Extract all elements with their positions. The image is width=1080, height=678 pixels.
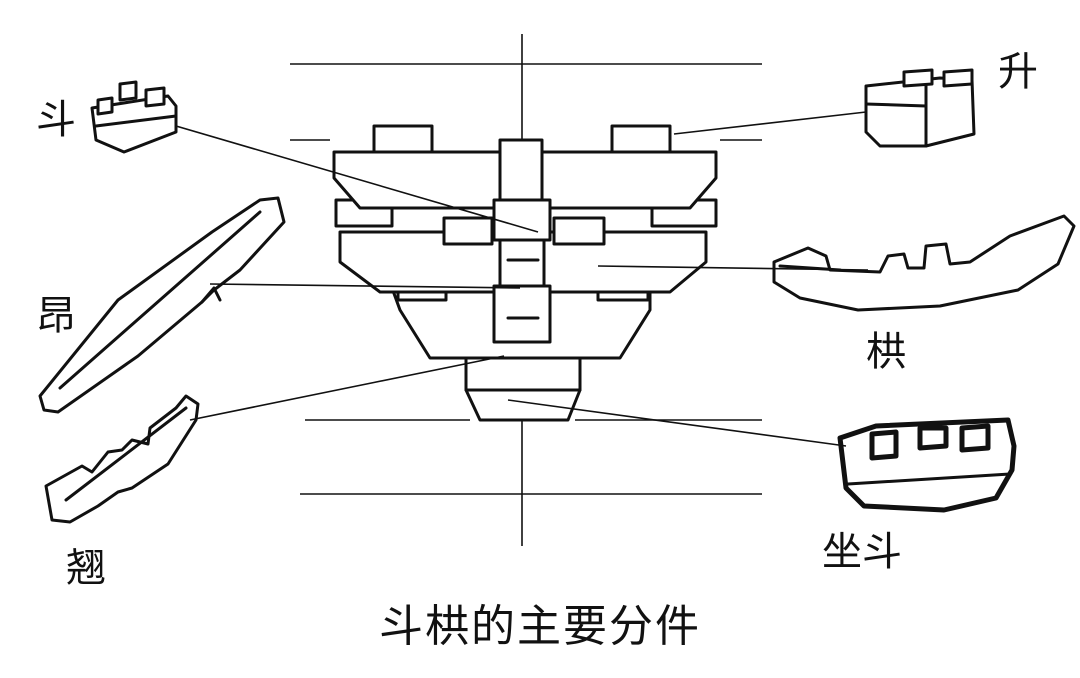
label-zuodou: 坐斗 — [822, 529, 902, 575]
label-sheng: 升 — [998, 49, 1038, 95]
label-ang: 昂 — [36, 293, 76, 339]
component-qiao — [44, 394, 200, 524]
label-gong: 栱 — [866, 329, 906, 375]
leader-dou — [175, 125, 539, 233]
label-dou: 斗 — [36, 97, 76, 143]
leader-zuodou — [507, 399, 847, 447]
dougong-assembly — [332, 124, 718, 422]
label-qiao: 翘 — [66, 545, 106, 591]
leader-sheng — [673, 111, 867, 135]
component-ang — [38, 196, 286, 414]
leader-qiao — [189, 355, 505, 421]
leader-gong — [597, 265, 869, 271]
leader-ang — [209, 283, 521, 289]
assembly-center-block-1 — [498, 138, 544, 202]
component-gong — [772, 214, 1076, 312]
leader-lines — [175, 111, 869, 447]
component-zuodou — [837, 417, 1017, 513]
component-sheng — [864, 68, 976, 148]
diagram-caption: 斗栱的主要分件 — [379, 601, 701, 652]
component-dou — [90, 80, 178, 154]
